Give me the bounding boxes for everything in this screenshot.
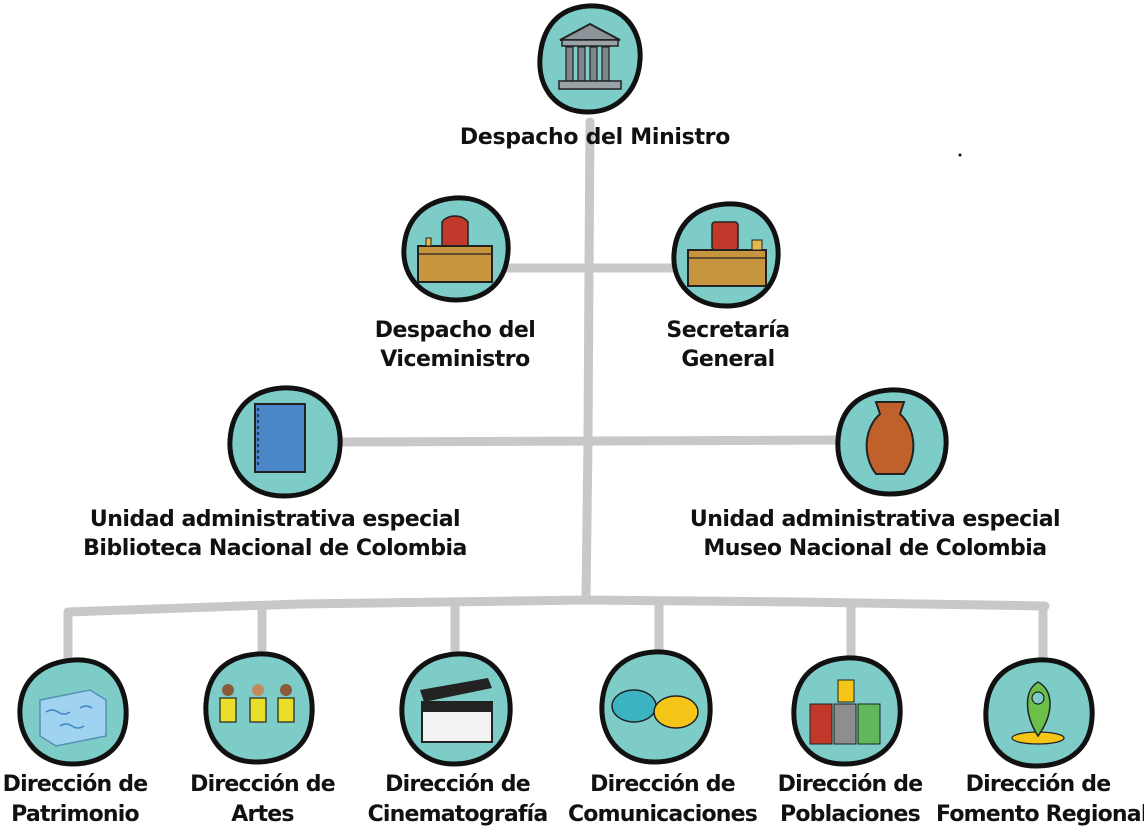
label-viceministro-line1: Despacho del [374, 318, 536, 343]
label-cinematografia: Dirección de Cinematografía [360, 770, 555, 829]
label-secretaria-line1: Secretaría [666, 318, 790, 343]
label-poblaciones-line2: Poblaciones [780, 801, 921, 827]
label-viceministro: Despacho del Viceministro [335, 317, 575, 374]
ministry-building-icon [537, 3, 643, 115]
label-ministro-line1: Despacho del Ministro [459, 125, 731, 150]
label-patrimonio-line1: Dirección de [2, 772, 149, 797]
map-pin-icon [983, 657, 1095, 769]
label-comunicaciones-line2: Comunicaciones [567, 801, 758, 827]
label-patrimonio-line2: Patrimonio [11, 801, 139, 827]
label-museo: Unidad administrativa especial Museo Nac… [675, 506, 1075, 563]
label-museo-line2: Museo Nacional de Colombia [703, 535, 1047, 561]
label-poblaciones-line1: Dirección de [777, 772, 924, 797]
performers-icon [203, 651, 315, 765]
ice-block-icon [17, 657, 129, 767]
label-cinematografia-line2: Cinematografía [367, 801, 549, 827]
label-fomento: Dirección de Fomento Regional [936, 770, 1144, 829]
desk-throne-icon [401, 195, 511, 303]
label-secretaria: Secretaría General [608, 317, 848, 374]
label-comunicaciones-line1: Dirección de [590, 772, 736, 797]
speech-bubbles-icon [599, 649, 713, 765]
label-artes: Dirección de Artes [180, 770, 345, 829]
label-fomento-line1: Dirección de [965, 772, 1112, 797]
stray-dot [958, 153, 962, 157]
vase-icon [835, 387, 949, 497]
label-fomento-line2: Fomento Regional [936, 801, 1144, 827]
label-cinematografia-line1: Dirección de [385, 772, 531, 797]
label-comunicaciones: Dirección de Comunicaciones [565, 770, 760, 829]
label-ministro: Despacho del Ministro [395, 124, 795, 153]
label-biblioteca: Unidad administrativa especial Bibliotec… [60, 506, 490, 563]
label-patrimonio: Dirección de Patrimonio [0, 770, 150, 829]
notebook-icon [227, 385, 343, 499]
connector-lines [63, 117, 1050, 665]
label-biblioteca-line2: Biblioteca Nacional de Colombia [83, 535, 467, 561]
label-biblioteca-line1: Unidad administrativa especial [89, 507, 461, 532]
label-viceministro-line2: Viceministro [380, 346, 530, 372]
label-poblaciones: Dirección de Poblaciones [770, 770, 930, 829]
people-group-icon [791, 655, 903, 767]
label-artes-line2: Artes [231, 801, 294, 827]
label-museo-line1: Unidad administrativa especial [689, 507, 1061, 532]
label-artes-line1: Dirección de [190, 772, 336, 797]
desk-chair-icon [671, 201, 781, 309]
label-secretaria-line2: General [681, 346, 775, 372]
clapperboard-icon [399, 651, 513, 767]
